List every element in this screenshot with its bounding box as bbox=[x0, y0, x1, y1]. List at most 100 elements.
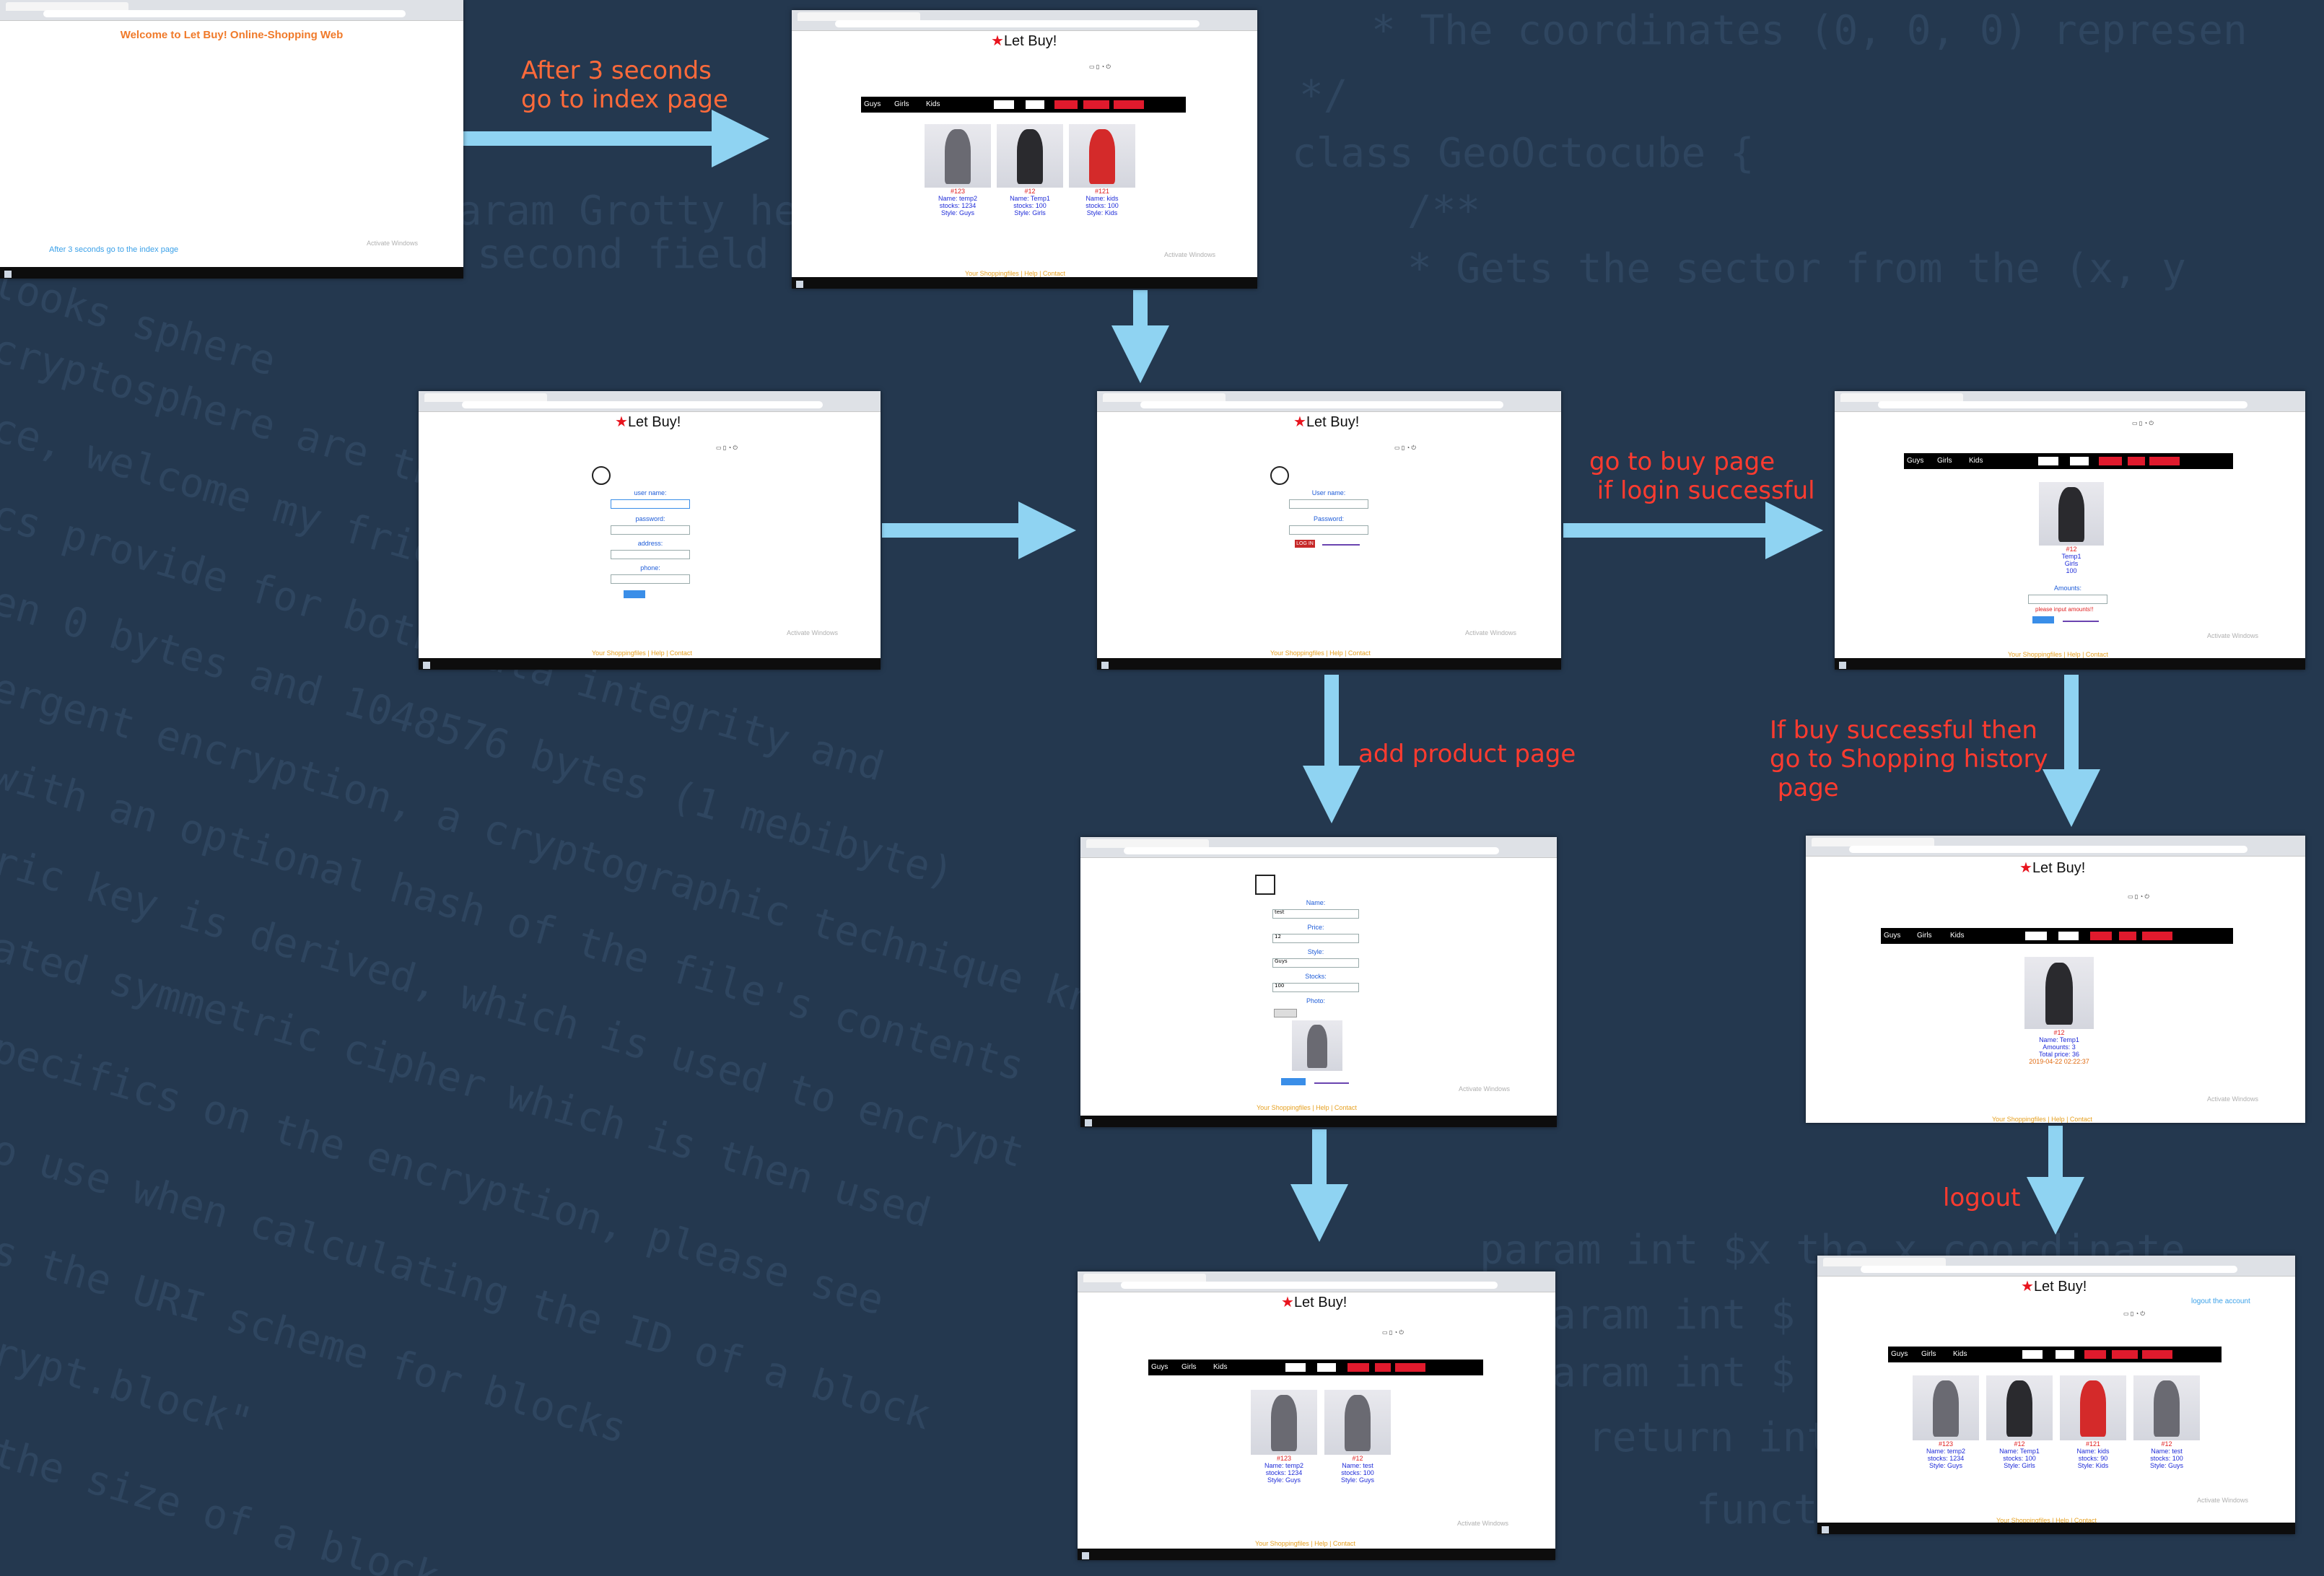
user-name-field[interactable] bbox=[611, 499, 690, 509]
product-name: Name: temp2 bbox=[1926, 1448, 1966, 1455]
top-links: ▭ ▯ ◔ ⏻ bbox=[2123, 1310, 2145, 1317]
style-value: Guys bbox=[1275, 958, 1288, 964]
name-value: test bbox=[1275, 909, 1285, 915]
history-screenshot: ★Let Buy! ▭ ▯ ◔ ⏻ Guys Girls Kids #12 Na… bbox=[1806, 836, 2305, 1123]
add-product-button[interactable] bbox=[2149, 457, 2180, 465]
confirm-button[interactable] bbox=[2084, 1350, 2106, 1359]
nav-kids[interactable]: Kids bbox=[1953, 1350, 1967, 1358]
confirm-button[interactable] bbox=[1054, 100, 1078, 109]
nav-guys[interactable]: Guys bbox=[864, 100, 881, 108]
shopping-button[interactable] bbox=[1375, 1363, 1391, 1372]
brand-name: Let Buy! bbox=[2033, 1279, 2087, 1295]
top-links: ▭ ▯ ◔ ⏻ bbox=[1382, 1329, 1404, 1336]
product-card[interactable]: #12 Name: test stocks: 100 Style: Guys bbox=[1323, 1390, 1392, 1484]
product-card[interactable]: #123 Name: temp2 stocks: 1234 Style: Guy… bbox=[923, 124, 992, 216]
logout-link[interactable]: logout the account bbox=[2191, 1297, 2250, 1305]
phone-field[interactable] bbox=[611, 574, 690, 584]
product-card[interactable]: #123 Name: temp2 stocks: 1234 Style: Guy… bbox=[1911, 1375, 1980, 1469]
user-name-field[interactable] bbox=[1289, 499, 1368, 509]
star-icon: ★ bbox=[1281, 1295, 1294, 1310]
search-input[interactable] bbox=[2038, 457, 2058, 465]
product-name: Name: temp2 bbox=[938, 195, 978, 202]
footer: Your Shoppingfiles | Help | Contact bbox=[592, 649, 692, 657]
shopping-button[interactable] bbox=[2119, 932, 2136, 940]
watermark: Activate Windows bbox=[1459, 1085, 1511, 1093]
product-name: Name: Temp1 bbox=[1999, 1448, 2040, 1455]
search-input-2[interactable] bbox=[2058, 932, 2079, 940]
submit-button[interactable] bbox=[1281, 1078, 1306, 1085]
product-stocks: stocks: 100 bbox=[2150, 1455, 2183, 1462]
register-button[interactable] bbox=[624, 590, 645, 598]
shopping-button[interactable] bbox=[2112, 1350, 2138, 1359]
search-input-2[interactable] bbox=[2070, 457, 2089, 465]
confirm-button[interactable] bbox=[2090, 932, 2112, 940]
price-field[interactable]: 12 bbox=[1272, 934, 1359, 943]
product-card[interactable]: #12 Name: Temp1 stocks: 100 Style: Girls bbox=[1985, 1375, 2054, 1469]
search-input-2[interactable] bbox=[1026, 100, 1044, 109]
product-stocks: stocks: 1234 bbox=[1265, 1469, 1303, 1476]
product-card[interactable]: #121 Name: kids stocks: 100 Style: Kids bbox=[1067, 124, 1137, 216]
nav-kids[interactable]: Kids bbox=[926, 100, 940, 108]
product-card[interactable]: #12 Name: test stocks: 100 Style: Guys bbox=[2132, 1375, 2201, 1469]
name-field[interactable]: test bbox=[1272, 909, 1359, 919]
nav-girls[interactable]: Girls bbox=[1921, 1350, 1936, 1358]
add-product-button[interactable] bbox=[1395, 1363, 1425, 1372]
add-product-button[interactable] bbox=[1114, 100, 1144, 109]
product-stocks: stocks: 1234 bbox=[1927, 1455, 1965, 1462]
product-card[interactable]: #121 Name: kids stocks: 90 Style: Kids bbox=[2058, 1375, 2128, 1469]
product-card[interactable]: #123 Name: temp2 stocks: 1234 Style: Guy… bbox=[1249, 1390, 1319, 1484]
confirm-button[interactable] bbox=[1347, 1363, 1369, 1372]
nav-girls[interactable]: Girls bbox=[1937, 457, 1952, 465]
shopping-button[interactable] bbox=[2128, 457, 2145, 465]
product-icon bbox=[1255, 875, 1275, 895]
product-id: #12 bbox=[2066, 546, 2077, 553]
password-field[interactable] bbox=[1289, 525, 1368, 535]
nav-girls[interactable]: Girls bbox=[1181, 1363, 1197, 1371]
nav-guys[interactable]: Guys bbox=[1884, 932, 1901, 940]
choose-file-button[interactable] bbox=[1274, 1009, 1297, 1017]
product-style: Style: Kids bbox=[2077, 1462, 2109, 1469]
search-input[interactable] bbox=[2022, 1350, 2043, 1359]
nav-guys[interactable]: Guys bbox=[1907, 457, 1924, 465]
password-field[interactable] bbox=[611, 525, 690, 535]
address-field[interactable] bbox=[611, 550, 690, 559]
nav-girls[interactable]: Girls bbox=[894, 100, 909, 108]
taskbar bbox=[1080, 1116, 1557, 1127]
add-product-button[interactable] bbox=[2142, 932, 2172, 940]
product-stocks: stocks: 100 bbox=[1341, 1469, 1374, 1476]
nav-guys[interactable]: Guys bbox=[1151, 1363, 1168, 1371]
nav-girls[interactable]: Girls bbox=[1917, 932, 1932, 940]
login-button[interactable]: LOG IN bbox=[1295, 540, 1315, 548]
product-name: Name: kids bbox=[1085, 195, 1119, 202]
brand-name: Let Buy! bbox=[1003, 33, 1057, 49]
shopping-button[interactable] bbox=[1083, 100, 1109, 109]
buy-button[interactable] bbox=[2032, 616, 2054, 623]
taskbar bbox=[0, 267, 463, 279]
star-icon: ★ bbox=[2019, 860, 2032, 876]
search-input[interactable] bbox=[994, 100, 1014, 109]
search-input[interactable] bbox=[2025, 932, 2047, 940]
brand-logo: ★Let Buy! bbox=[1281, 1293, 1347, 1311]
top-links: ▭ ▯ ◔ ⏻ bbox=[2132, 420, 2154, 426]
stocks-field[interactable]: 100 bbox=[1272, 983, 1359, 992]
nav-kids[interactable]: Kids bbox=[1950, 932, 1965, 940]
nav-kids[interactable]: Kids bbox=[1213, 1363, 1228, 1371]
nav-guys[interactable]: Guys bbox=[1891, 1350, 1908, 1358]
search-input-2[interactable] bbox=[1317, 1363, 1336, 1372]
register-screenshot: ★Let Buy! ▭ ▯ ◔ ⏻ user name: password: a… bbox=[419, 391, 881, 670]
style-select[interactable]: Guys bbox=[1272, 958, 1359, 968]
search-input-2[interactable] bbox=[2056, 1350, 2074, 1359]
brand-logo: ★Let Buy! bbox=[2021, 1277, 2087, 1295]
search-input[interactable] bbox=[1285, 1363, 1306, 1372]
product-card[interactable]: #12 Name: Temp1 stocks: 100 Style: Girls bbox=[995, 124, 1065, 216]
back-link[interactable] bbox=[2063, 621, 2099, 622]
amounts-field[interactable] bbox=[2028, 595, 2107, 604]
nav-kids[interactable]: Kids bbox=[1969, 457, 1983, 465]
confirm-button[interactable] bbox=[2099, 457, 2122, 465]
back-link[interactable] bbox=[1314, 1082, 1349, 1084]
top-links: ▭ ▯ ◔ ⏻ bbox=[1089, 64, 1111, 70]
add-product-button[interactable] bbox=[2142, 1350, 2172, 1359]
register-link[interactable] bbox=[1322, 544, 1360, 546]
footer: Your Shoppingfiles | Help | Contact bbox=[1257, 1104, 1357, 1111]
